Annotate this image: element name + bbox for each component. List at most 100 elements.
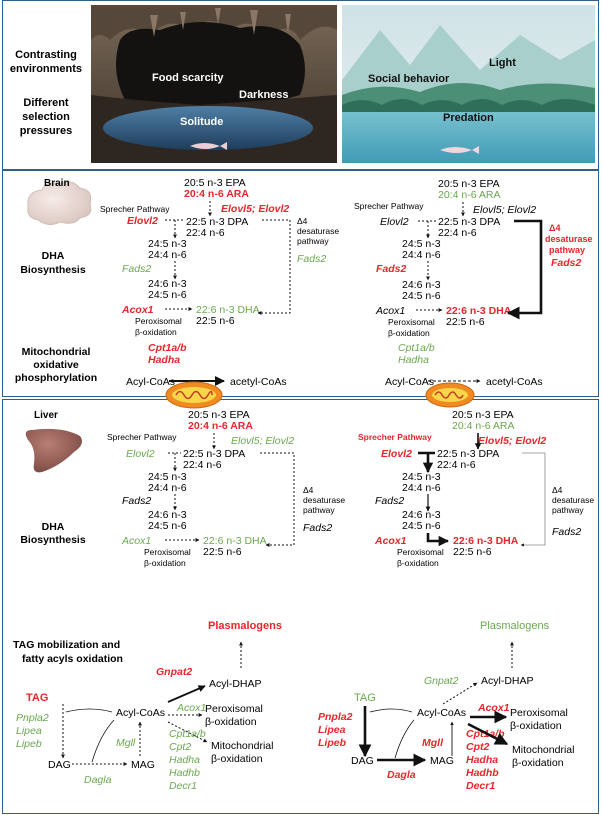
sprecher-text: Sprecher Pathway bbox=[107, 432, 177, 442]
brain-mito-label-a: Mitochondrial bbox=[22, 346, 91, 358]
brain-label: Brain bbox=[44, 178, 70, 189]
pnpla2-text: Pnpla2 bbox=[318, 711, 353, 723]
lake-light-label: Light bbox=[489, 57, 516, 69]
brain-panel bbox=[2, 170, 599, 397]
hadha-text: Hadha bbox=[148, 354, 180, 366]
n6-22-4-text: 22:4 n-6 bbox=[438, 227, 477, 239]
cave-illustration bbox=[91, 5, 337, 163]
acylcoas-text: Acyl-CoAs bbox=[116, 707, 165, 719]
dag-text: DAG bbox=[351, 755, 374, 767]
cave-dark-label: Darkness bbox=[239, 89, 289, 101]
elovl2-text: Elovl2 bbox=[127, 215, 158, 227]
label-pressures: pressures bbox=[20, 125, 73, 137]
acox1-text: Acox1 bbox=[121, 304, 154, 316]
c24-5-text: 24:5 n-3 bbox=[148, 471, 187, 483]
mito-text: Mitochondrial bbox=[211, 740, 273, 752]
environment-panel bbox=[2, 0, 599, 170]
tag-text: TAG bbox=[26, 692, 48, 704]
dha-text: 22:6 n-3 DHA bbox=[196, 304, 260, 316]
c24-5b-text: 24:5 n-6 bbox=[402, 520, 441, 532]
hadha-text: Hadha bbox=[466, 754, 498, 766]
cpt2-text: Cpt2 bbox=[466, 741, 489, 753]
pathway-text: pathway bbox=[297, 236, 329, 246]
gnpat2-text: Gnpat2 bbox=[156, 666, 192, 678]
mitochondrion-icon bbox=[425, 382, 475, 408]
cpt-text: Cpt1a/b bbox=[398, 342, 435, 354]
lake-social-label: Social behavior bbox=[368, 73, 450, 85]
hadha-text: Hadha bbox=[398, 354, 429, 366]
brain-icon bbox=[27, 181, 92, 225]
perox2-text: Peroxisomal bbox=[510, 707, 568, 719]
perox-text: Peroxisomal bbox=[144, 547, 191, 557]
c24-5-text: 24:5 n-3 bbox=[402, 238, 441, 250]
c24-4-text: 24:4 n-6 bbox=[402, 482, 441, 494]
dpa-text: 22:5 n-3 DPA bbox=[438, 216, 500, 228]
elovl2-text: Elovl2 bbox=[381, 448, 412, 460]
beta-text: β-oxidation bbox=[397, 558, 439, 568]
perox2-text: Peroxisomal bbox=[205, 703, 263, 715]
liver-dha-label: DHA bbox=[42, 521, 65, 533]
dha-text: 22:6 n-3 DHA bbox=[203, 535, 267, 547]
mito-text: Mitochondrial bbox=[512, 744, 574, 756]
fads2-right-text: Fads2 bbox=[552, 526, 581, 538]
beta-text: β-oxidation bbox=[144, 558, 186, 568]
c24-6-text: 24:6 n-3 bbox=[148, 509, 187, 521]
acyl-text: Acyl-CoAs bbox=[385, 376, 434, 388]
epa-text: 20:5 n-3 EPA bbox=[438, 178, 500, 190]
decr1-text: Decr1 bbox=[466, 780, 495, 792]
fads2-text: Fads2 bbox=[122, 263, 151, 275]
pathway-text: pathway bbox=[549, 245, 585, 255]
desat-text: desaturase bbox=[303, 495, 345, 505]
liver-left-tag: Plasmalogens Gnpat2 Acyl-DHAP TAG Pnpla2… bbox=[16, 620, 282, 792]
beta2-text: β-oxidation bbox=[510, 720, 562, 732]
acyl-dhap-text: Acyl-DHAP bbox=[209, 678, 262, 690]
dpa-text: 22:5 n-3 DPA bbox=[437, 448, 499, 460]
cpt-text: Cpt1a/b bbox=[148, 342, 187, 354]
dpa-text: 22:5 n-3 DPA bbox=[186, 216, 248, 228]
acox1-text: Acox1 bbox=[374, 535, 407, 547]
elovl5-text: Elovl5; Elovl2 bbox=[473, 204, 536, 216]
tag-text: TAG bbox=[354, 692, 376, 704]
decr1-text: Decr1 bbox=[169, 780, 197, 792]
dha-text: 22:6 n-3 DHA bbox=[453, 535, 519, 547]
c24-5b-text: 24:5 n-6 bbox=[148, 289, 187, 301]
fads2-text: Fads2 bbox=[122, 495, 151, 507]
acox1-text: Acox1 bbox=[375, 305, 405, 317]
elovl2-text: Elovl2 bbox=[126, 448, 155, 460]
fads2-text: Fads2 bbox=[376, 263, 407, 275]
fads2-right-text: Fads2 bbox=[297, 253, 326, 265]
ara-text: 20:4 n-6 ARA bbox=[452, 420, 514, 432]
liver-right-pathway: 20:5 n-3 EPA 20:4 n-6 ARA Elovl5; Elovl2… bbox=[358, 409, 594, 568]
tag-mobilization-label-a: TAG mobilization and bbox=[13, 639, 120, 651]
hadhb-text: Hadhb bbox=[466, 767, 499, 779]
d4-text: Δ4 bbox=[552, 485, 563, 495]
c24-6-text: 24:6 n-3 bbox=[402, 509, 441, 521]
ara-text: 20:4 n-6 ARA bbox=[188, 420, 253, 432]
mag-text: MAG bbox=[430, 755, 454, 767]
acylcoas-text: Acyl-CoAs bbox=[417, 707, 466, 719]
perox-text: Peroxisomal bbox=[397, 547, 444, 557]
cave-solitude-label: Solitude bbox=[180, 116, 223, 128]
perox-text: Peroxisomal bbox=[388, 317, 435, 327]
acyl-dhap-text: Acyl-DHAP bbox=[481, 675, 534, 687]
liver-right-tag: Plasmalogens Gnpat2 Acyl-DHAP TAG Pnpla2… bbox=[318, 620, 574, 792]
pathway-text: pathway bbox=[303, 505, 335, 515]
lipeb-text: Lipeb bbox=[318, 737, 347, 749]
plasmalogens-text: Plasmalogens bbox=[480, 620, 550, 632]
n6-22-4-text: 22:4 n-6 bbox=[183, 459, 222, 471]
pathway-text: pathway bbox=[552, 505, 584, 515]
d4-text: Δ4 bbox=[297, 216, 308, 226]
elovl5-text: Elovl5; Elovl2 bbox=[221, 203, 289, 215]
beta-text: β-oxidation bbox=[388, 328, 430, 338]
beta3-text: β-oxidation bbox=[211, 753, 263, 765]
acetyl-text: acetyl-CoAs bbox=[486, 376, 543, 388]
brain-biosynthesis-label: Biosynthesis bbox=[20, 264, 86, 276]
epa-text: 20:5 n-3 EPA bbox=[188, 409, 250, 421]
cave-food-label: Food scarcity bbox=[152, 72, 224, 84]
lake-illustration bbox=[342, 5, 595, 163]
label-environments: environments bbox=[10, 63, 82, 75]
n6-22-4-text: 22:4 n-6 bbox=[186, 227, 225, 239]
label-contrasting: Contrasting bbox=[15, 49, 77, 61]
liver-left-pathway: 20:5 n-3 EPA 20:4 n-6 ARA Elovl5; Elovl2… bbox=[107, 409, 345, 568]
